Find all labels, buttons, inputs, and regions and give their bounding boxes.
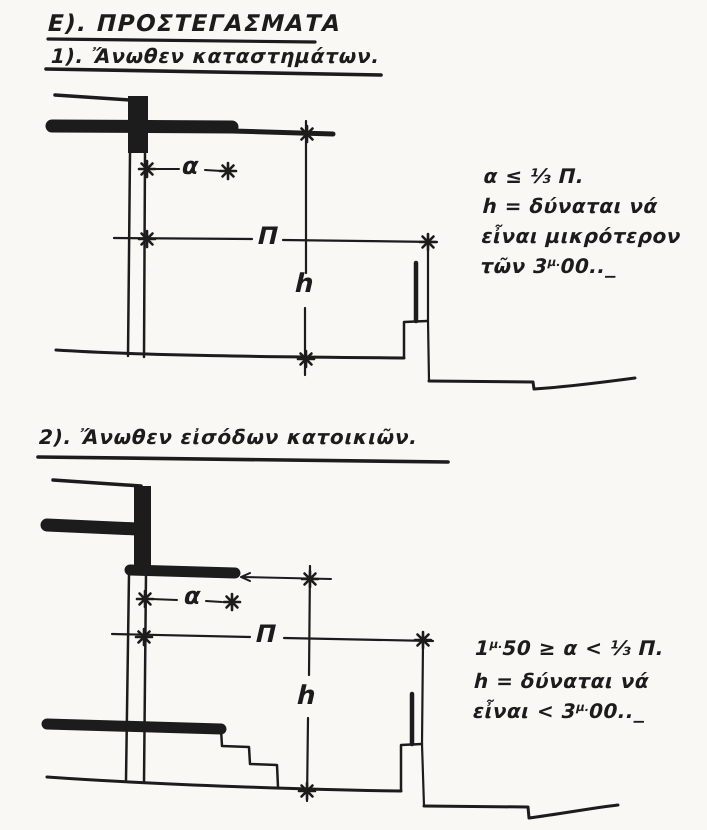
d2-star-markers (134, 569, 433, 801)
diagram1 (45, 93, 637, 391)
d2-canopy-slab (124, 564, 241, 579)
section2-heading: 2). Ἄνωθεν εἰσόδων κατοικιῶν. (38, 425, 419, 449)
d1-dimension-pi (112, 236, 439, 244)
dim-star (137, 159, 157, 179)
d2-lower-street-line (422, 803, 620, 820)
dim-star (300, 569, 320, 589)
dim-star (137, 229, 157, 249)
dim-star (135, 589, 155, 609)
d1-label-pi: Π (257, 222, 280, 250)
d2-wall-line-right (142, 572, 148, 784)
heading-underlines (36, 37, 450, 464)
d2-label-h: h (296, 681, 317, 711)
note1-line2: h = δύναται νά (482, 194, 659, 218)
dim-star (134, 627, 154, 647)
d2-upper-floor-line (51, 478, 143, 488)
meter-superscript: μ. (489, 637, 503, 652)
d2-upper-slab (40, 518, 144, 536)
note2-line2: h = δύναται νά (473, 669, 650, 693)
meter-superscript: μ. (576, 700, 590, 715)
section1-heading: 1). Ἄνωθεν καταστημάτων. (50, 44, 381, 68)
d1-canopy-slab (45, 119, 239, 134)
d2-curb-pedestal (399, 742, 424, 793)
page-title: Ε). ΠΡΟΣΤΕΓΑΣΜΑΤΑ (47, 11, 343, 37)
d1-label-h: h (294, 269, 315, 299)
d1-canopy-edge-line (229, 128, 336, 137)
d2-label-pi: Π (255, 620, 278, 648)
d2-label-a: α (183, 582, 202, 610)
d1-wall-line-left (126, 151, 132, 358)
section1-underline (44, 67, 383, 77)
note1-line4: τῶν 3μ.00.._ (480, 254, 617, 278)
d2-dimension-a (150, 598, 223, 603)
dim-star (418, 232, 438, 252)
section2-note: 1μ.50 ≥ α < ⅓ Π. h = δύναται νά εἶναι < … (472, 633, 665, 729)
d2-street-line (45, 775, 403, 793)
d2-entrance-slab (41, 718, 227, 735)
d2-wall-line-left (124, 572, 131, 782)
d1-wall-line-right (142, 151, 147, 359)
d1-dimension-h (303, 119, 308, 377)
diagram2 (40, 478, 620, 820)
meter-superscript: μ. (547, 255, 561, 270)
d1-lower-street-line (427, 376, 637, 391)
d1-label-a: α (181, 152, 200, 180)
dim-star (296, 349, 316, 369)
dim-star (297, 781, 317, 801)
dim-star (413, 630, 433, 650)
dim-star (297, 124, 317, 144)
d2-steps (219, 727, 280, 789)
title-underline (46, 37, 317, 44)
note1-line1: α ≤ ⅓ Π. (483, 164, 585, 188)
note2-line3: εἶναι < 3μ.00.._ (472, 699, 646, 723)
d1-pole-dim-extension (426, 244, 431, 383)
note2-line1: 1μ.50 ≥ α < ⅓ Π. (474, 636, 665, 660)
dim-star (218, 161, 238, 181)
note1-line3: εἶναι μικρότερον (481, 224, 682, 248)
d2-pole-dim-extension (420, 641, 426, 808)
dim-star (222, 592, 242, 612)
d1-curb-pedestal (402, 319, 429, 360)
d1-street-line (54, 348, 406, 360)
section2-underline (36, 455, 450, 464)
section1-note: α ≤ ⅓ Π. h = δύναται νά εἶναι μικρότερον… (480, 161, 684, 284)
